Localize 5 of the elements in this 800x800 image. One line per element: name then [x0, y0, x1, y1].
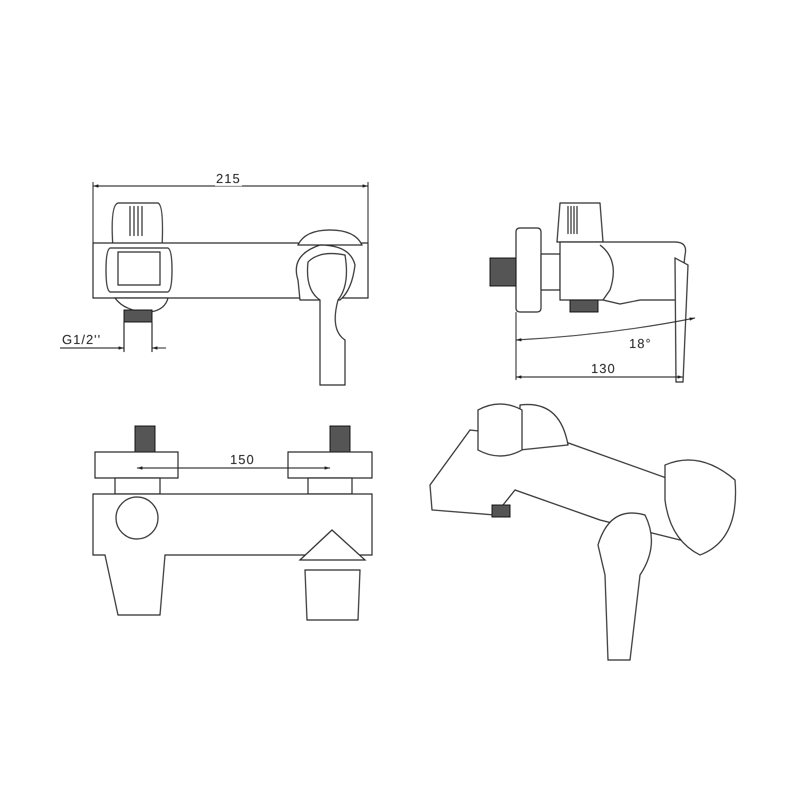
dimension-label: 150: [229, 453, 256, 467]
dimension-label: G1/2'': [61, 333, 102, 347]
dimension-label: 130: [590, 362, 617, 376]
dimension-label: 215: [215, 172, 242, 186]
dimension-label: 18°: [628, 337, 653, 351]
